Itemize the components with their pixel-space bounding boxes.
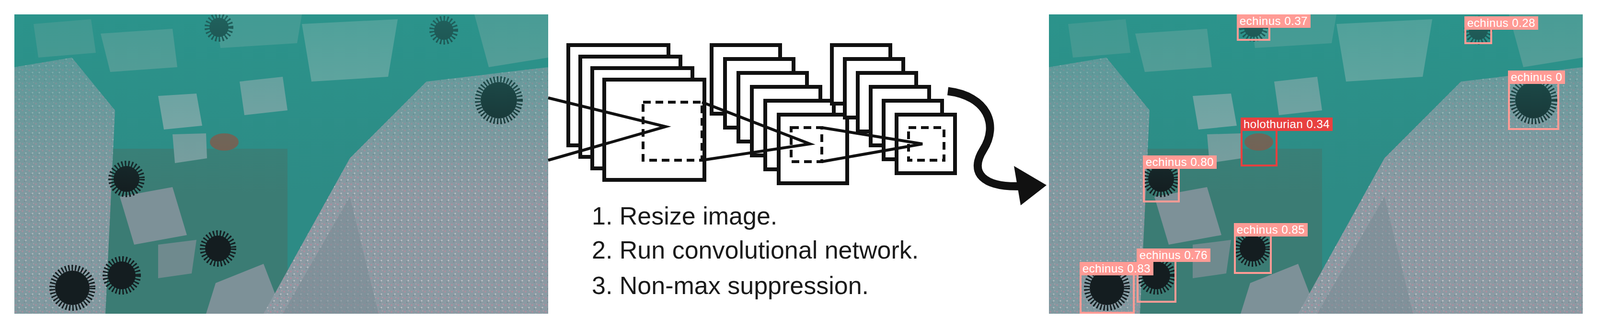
detection-box: echinus 0.28 [1464,16,1493,45]
step-text: 1. Resize image. [591,201,778,231]
detection-label: echinus 0.80 [1142,155,1217,169]
detection-label: echinus 0.85 [1233,222,1308,237]
detection-label: echinus 0.76 [1136,248,1211,262]
projection-lines [548,97,923,162]
cnn-schematic [568,45,956,184]
step-text: 2. Run convolutional network. [591,235,919,265]
detection-box: echinus 0 [1507,70,1560,130]
detection-box: echinus 0.80 [1142,155,1180,203]
detection-label: holothurian 0.34 [1240,117,1333,131]
flow-arrow [947,91,1047,206]
detection-label: echinus 0.28 [1464,16,1539,30]
detection-label: echinus 0.37 [1236,14,1311,28]
detection-box: echinus 0.76 [1136,248,1177,303]
detection-box: holothurian 0.34 [1240,117,1278,167]
output-photo [1048,14,1583,314]
receptive-field [643,102,944,162]
detection-label: echinus 0.83 [1079,261,1154,276]
step-text: 3. Non-max suppression. [591,271,869,300]
detection-box: echinus 0.37 [1236,14,1271,41]
detection-box: echinus 0.83 [1079,261,1135,314]
detection-box: echinus 0.85 [1233,222,1272,274]
detection-layer: echinus 0.37 echinus 0.28 echinus 0 holothu… [1048,14,1583,314]
detection-label: echinus 0 [1507,70,1566,84]
input-photo [14,14,549,314]
